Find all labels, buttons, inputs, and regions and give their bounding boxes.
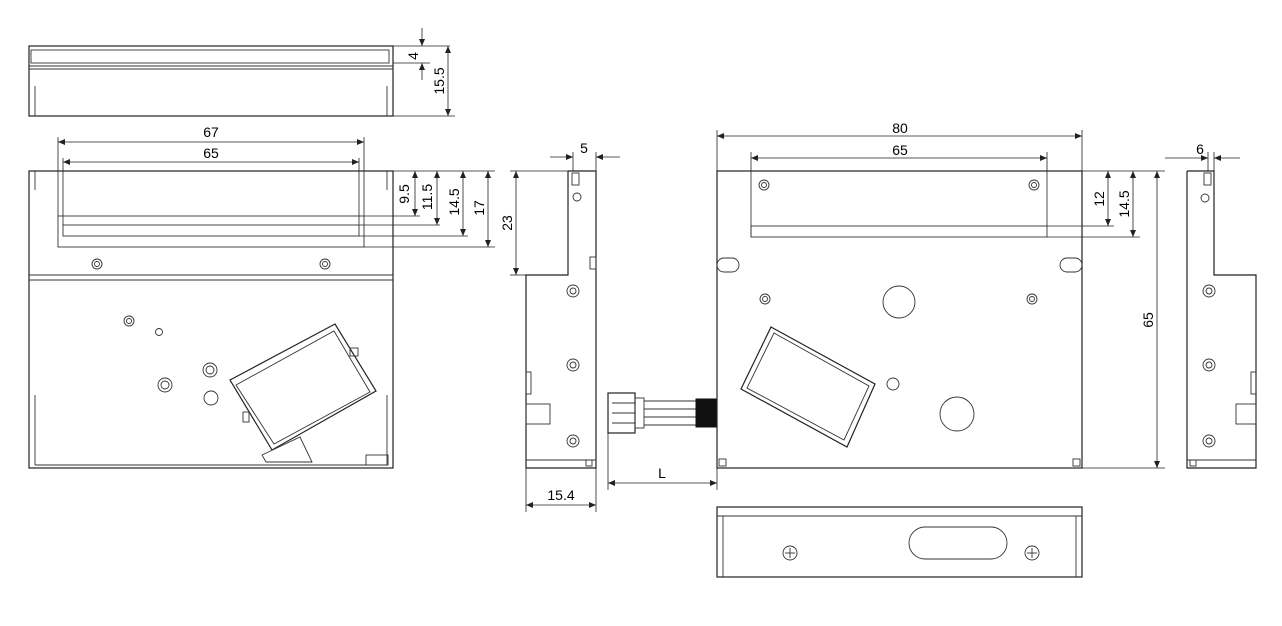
rear-view <box>716 130 1165 469</box>
dim-12-label: 12 <box>1091 191 1107 207</box>
dim-14-5-front-label: 14.5 <box>446 188 462 215</box>
dim-23-label: 23 <box>499 215 515 231</box>
dim-9-5-label: 9.5 <box>396 184 412 204</box>
dim-L-label: L <box>658 465 666 481</box>
dim-5-label: 5 <box>580 140 588 156</box>
front-view <box>28 137 495 469</box>
dim-65-height-label: 65 <box>1140 312 1156 328</box>
dim-65-front-label: 65 <box>203 145 219 161</box>
dim-65-rear-label: 65 <box>892 142 908 158</box>
dim-15-5-label: 15.5 <box>431 67 447 94</box>
top-view <box>28 28 455 117</box>
dim-14-5-rear-label: 14.5 <box>1116 190 1132 217</box>
dim-80-label: 80 <box>892 120 908 136</box>
dim-11-5-label: 11.5 <box>419 184 435 210</box>
bottom-view <box>716 506 1083 578</box>
dim-6-label: 6 <box>1196 141 1204 157</box>
dim-15-4-label: 15.4 <box>547 487 574 503</box>
dim-4-label: 4 <box>405 52 421 60</box>
dim-67-label: 67 <box>203 124 219 140</box>
right-side-view <box>1165 152 1257 469</box>
dim-17-label: 17 <box>471 200 487 216</box>
side-view <box>510 152 620 512</box>
